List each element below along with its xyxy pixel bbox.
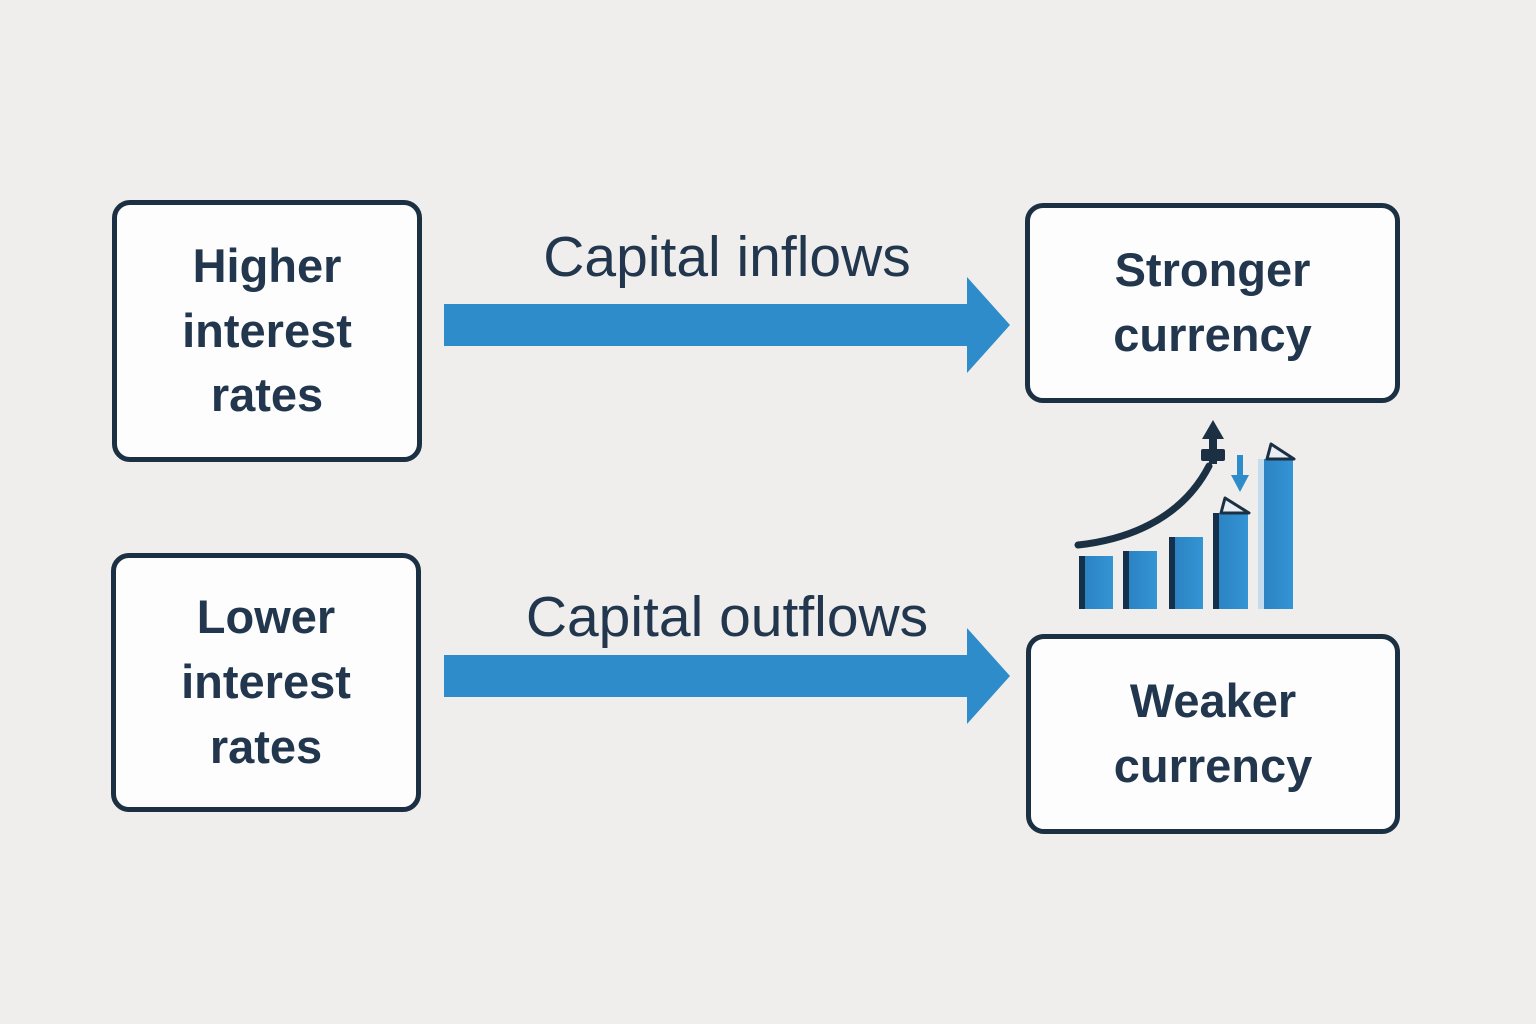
flow-label-capital-inflows: Capital inflows (543, 225, 911, 289)
bar-4-edge (1213, 513, 1219, 609)
right-arrow-icon (444, 277, 1010, 373)
bar-5-edge (1258, 459, 1264, 609)
flow-label-capital-outflows: Capital outflows (525, 585, 929, 649)
fold-corner-icon (1219, 496, 1251, 515)
up-arrow-crossbar (1201, 449, 1225, 461)
bar-chart-growth-icon (1074, 420, 1296, 609)
right-arrow-icon (444, 628, 1010, 724)
up-trend-curve-arrow-icon (1074, 420, 1225, 549)
bar-group (1079, 459, 1293, 609)
node-label: Weaker currency (1113, 674, 1313, 792)
up-arrow-head (1202, 420, 1224, 439)
trend-curve (1074, 462, 1213, 549)
node-weaker-currency: Weaker currency (1026, 634, 1400, 834)
down-arrow-icon (1231, 455, 1249, 492)
fold-corner-icon (1265, 442, 1296, 461)
node-label: Lower interest rates (181, 590, 351, 773)
bar-3-edge (1169, 537, 1175, 609)
node-lower-interest-rates: Lower interest rates (111, 553, 421, 812)
node-label: Higher interest rates (182, 238, 352, 422)
node-stronger-currency: Stronger currency (1025, 203, 1400, 403)
bar-2-edge (1123, 551, 1129, 609)
down-arrow-shaft (1237, 455, 1243, 478)
arrow-shape (444, 628, 1010, 724)
bar-1-edge (1079, 556, 1085, 609)
node-higher-interest-rates: Higher interest rates (112, 200, 422, 462)
arrow-shape (444, 277, 1010, 373)
down-arrow-head (1231, 475, 1249, 492)
node-label: Stronger currency (1113, 243, 1312, 361)
